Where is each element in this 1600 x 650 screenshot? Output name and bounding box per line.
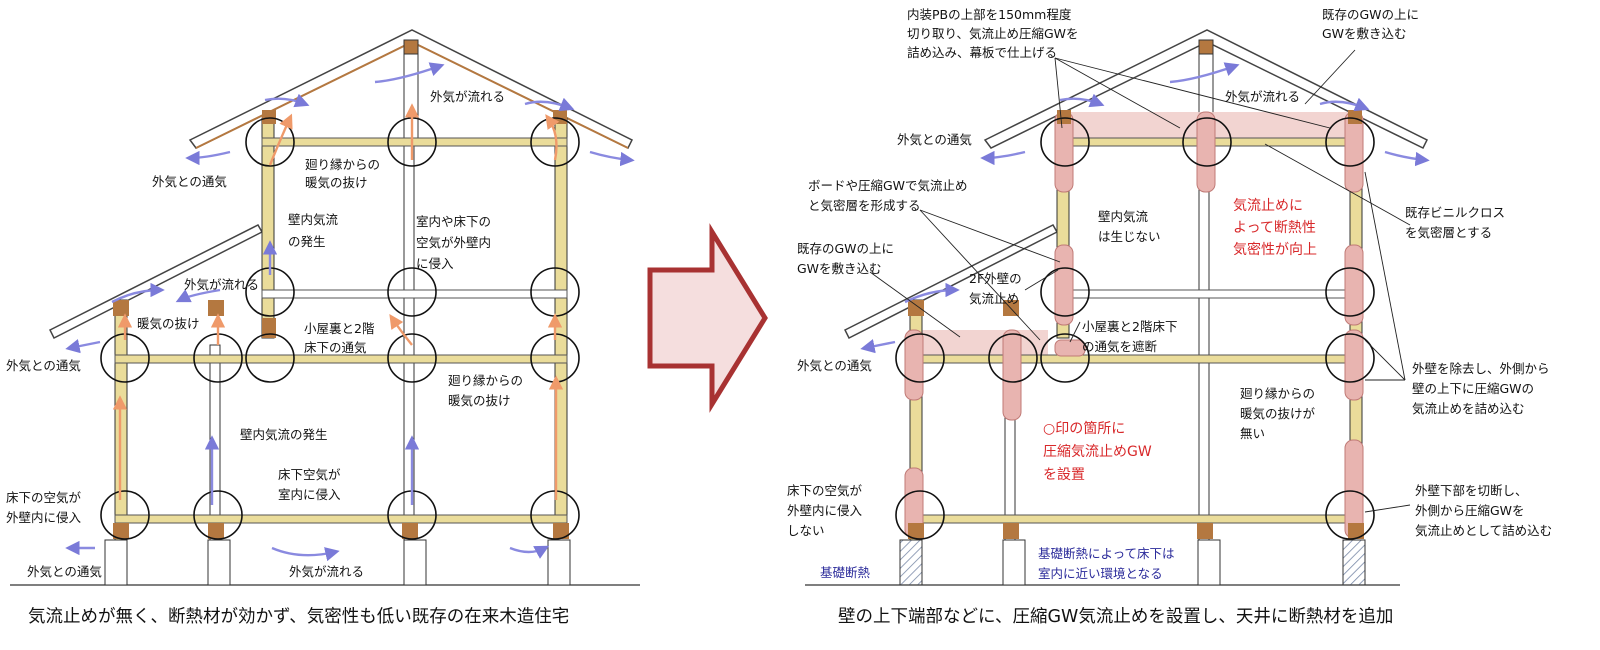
left-underfloor-into-room-1: 床下空気が: [278, 467, 341, 482]
right-board-airstop-1: ボードや圧縮GWで気流止め: [808, 178, 968, 193]
right-no-rim-escape-1: 廻り縁からの: [1240, 386, 1315, 401]
left-ventilation-upper: 外気との通気: [152, 174, 227, 189]
left-underfloor-into-room-2: 室内に侵入: [278, 487, 341, 502]
right-underfloor-not-entering-1: 床下の空気が: [787, 483, 863, 498]
right-exterior-cut-3: 気流止めとして詰め込む: [1415, 523, 1552, 538]
right-gw-over-left-1: 既存のGWの上に: [797, 241, 894, 256]
right-circle-places-1: ○印の箇所に: [1043, 420, 1125, 437]
right-no-wall-airflow-2: は生じない: [1098, 229, 1161, 244]
right-circle-places-2: 圧縮気流止めGW: [1043, 444, 1152, 460]
right-foundation-effect-2: 室内に近い環境となる: [1038, 566, 1163, 581]
right-board-airstop-2: と気密層を形成する: [808, 198, 921, 213]
left-indoor-underfloor-air-2: 空気が外壁内: [416, 235, 491, 250]
left-ventilation-bottom: 外気との通気: [27, 564, 102, 579]
left-attic-passage-2: 床下の通気: [304, 340, 367, 355]
right-interior-pb-1: 内装PBの上部を150mm程度: [907, 7, 1072, 22]
right-vinyl-cloth-1: 既存ビニルクロス: [1405, 205, 1505, 220]
right-exterior-removal-2: 壁の上下に圧縮GWの: [1412, 381, 1534, 396]
right-no-rim-escape-3: 無い: [1240, 426, 1265, 441]
right-2f-wall-airstop-2: 気流止め: [969, 291, 1019, 306]
left-outside-air-flows-bottom: 外気が流れる: [289, 564, 364, 579]
right-attic-blocked-2: の通気を遮断: [1082, 339, 1157, 354]
right-vinyl-cloth-2: を気密層とする: [1405, 225, 1492, 240]
right-gw-over-left-2: GWを敷き込む: [797, 261, 882, 276]
right-interior-pb-3: 詰め込み、幕板で仕上げる: [907, 45, 1057, 60]
right-2f-wall-airstop-1: 2F外壁の: [969, 271, 1022, 286]
left-house-drawing: [10, 29, 640, 586]
right-exterior-cut-2: 外側から圧縮GWを: [1415, 503, 1525, 518]
right-underfloor-not-entering-2: 外壁内に侵入: [787, 503, 863, 518]
right-no-rim-escape-2: 暖気の抜けが: [1240, 406, 1316, 421]
right-outside-air-flows-attic: 外気が流れる: [1225, 89, 1300, 104]
right-house-drawing: [805, 29, 1430, 586]
right-gw-over-top-2: GWを敷き込む: [1322, 26, 1407, 41]
left-wall-airflow-lower: 壁内気流の発生: [240, 427, 328, 442]
right-no-wall-airflow-1: 壁内気流: [1098, 209, 1149, 224]
left-wall-airflow-upper-1: 壁内気流: [288, 212, 339, 227]
right-improved-insulation-3: 気密性が向上: [1233, 241, 1317, 258]
right-circle-places-3: を設置: [1043, 467, 1085, 483]
right-foundation-effect-1: 基礎断熱によって床下は: [1038, 546, 1175, 561]
left-rim-heat-escape-lower-1: 廻り縁からの: [448, 373, 523, 388]
left-ventilation-left: 外気との通気: [6, 358, 81, 373]
right-exterior-removal-3: 気流止めを詰め込む: [1412, 401, 1525, 416]
right-improved-insulation-1: 気流止めに: [1233, 198, 1303, 214]
right-foundation-label: 基礎断熱: [820, 565, 871, 580]
right-interior-pb-2: 切り取り、気流止め圧縮GWを: [907, 26, 1079, 41]
left-rim-heat-escape-upper-2: 暖気の抜け: [305, 175, 368, 190]
left-rim-heat-escape-lower-2: 暖気の抜け: [448, 393, 511, 408]
right-exterior-removal-1: 外壁を除去し、外側から: [1412, 361, 1550, 376]
left-outside-air-flows-attic: 外気が流れる: [430, 89, 505, 104]
left-caption: 気流止めが無く、断熱材が効かず、気密性も低い既存の在来木造住宅: [28, 607, 569, 627]
right-gw-over-top-1: 既存のGWの上に: [1322, 7, 1419, 22]
left-indoor-underfloor-air-3: に侵入: [416, 256, 454, 271]
left-indoor-underfloor-air-1: 室内や床下の: [416, 214, 491, 229]
left-outside-air-flows-lower-roof: 外気が流れる: [184, 277, 259, 292]
left-heat-escape-lower-roof: 暖気の抜け: [137, 316, 200, 331]
left-rim-heat-escape-upper-1: 廻り縁からの: [305, 157, 380, 172]
left-underfloor-into-wall-1: 床下の空気が: [6, 490, 82, 505]
left-attic-passage-1: 小屋裏と2階: [304, 321, 375, 336]
left-wall-airflow-upper-2: の発生: [288, 234, 326, 249]
left-underfloor-into-wall-2: 外壁内に侵入: [6, 510, 82, 525]
right-attic-blocked-1: 小屋裏と2階床下: [1082, 319, 1177, 334]
transition-arrow: [647, 223, 768, 413]
right-caption: 壁の上下端部などに、圧縮GW気流止めを設置し、天井に断熱材を追加: [838, 607, 1393, 627]
right-exterior-cut-1: 外壁下部を切断し、: [1415, 483, 1528, 498]
right-improved-insulation-2: よって断熱性: [1233, 220, 1316, 236]
right-ventilation-left: 外気との通気: [797, 358, 872, 373]
right-ventilation-upper: 外気との通気: [897, 132, 972, 147]
right-underfloor-not-entering-3: しない: [787, 523, 825, 538]
